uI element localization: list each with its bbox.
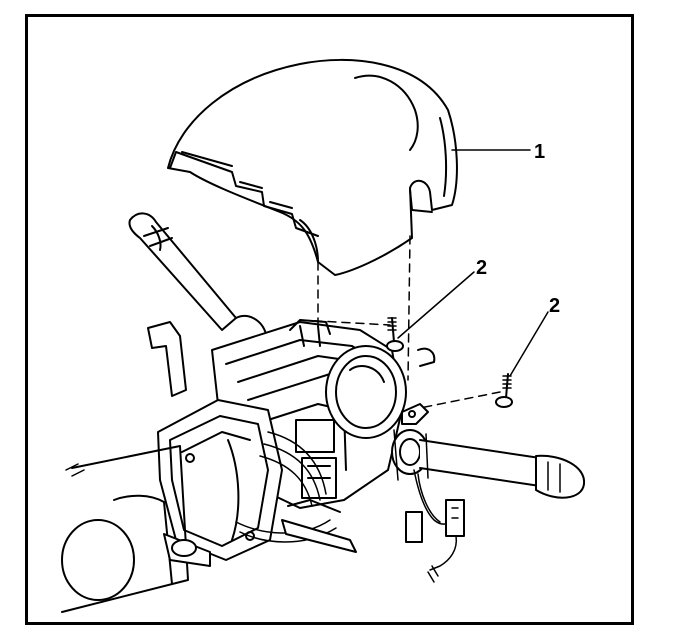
steering-column-body: [147, 319, 436, 561]
screw-right: [495, 373, 513, 408]
leader-lines: [397, 149, 549, 377]
screw-left: [386, 317, 404, 352]
callout-2-right: 2: [549, 295, 560, 317]
turn-signal-lever-left: [128, 212, 267, 347]
callout-1: 1: [534, 141, 545, 163]
steering-column-shaft: [61, 445, 211, 613]
wiring-pigtail-connector: [405, 469, 465, 583]
callout-2-left: 2: [476, 257, 487, 279]
multifunction-lever-right: [391, 429, 586, 499]
upper-steering-column-cover: [167, 59, 458, 276]
